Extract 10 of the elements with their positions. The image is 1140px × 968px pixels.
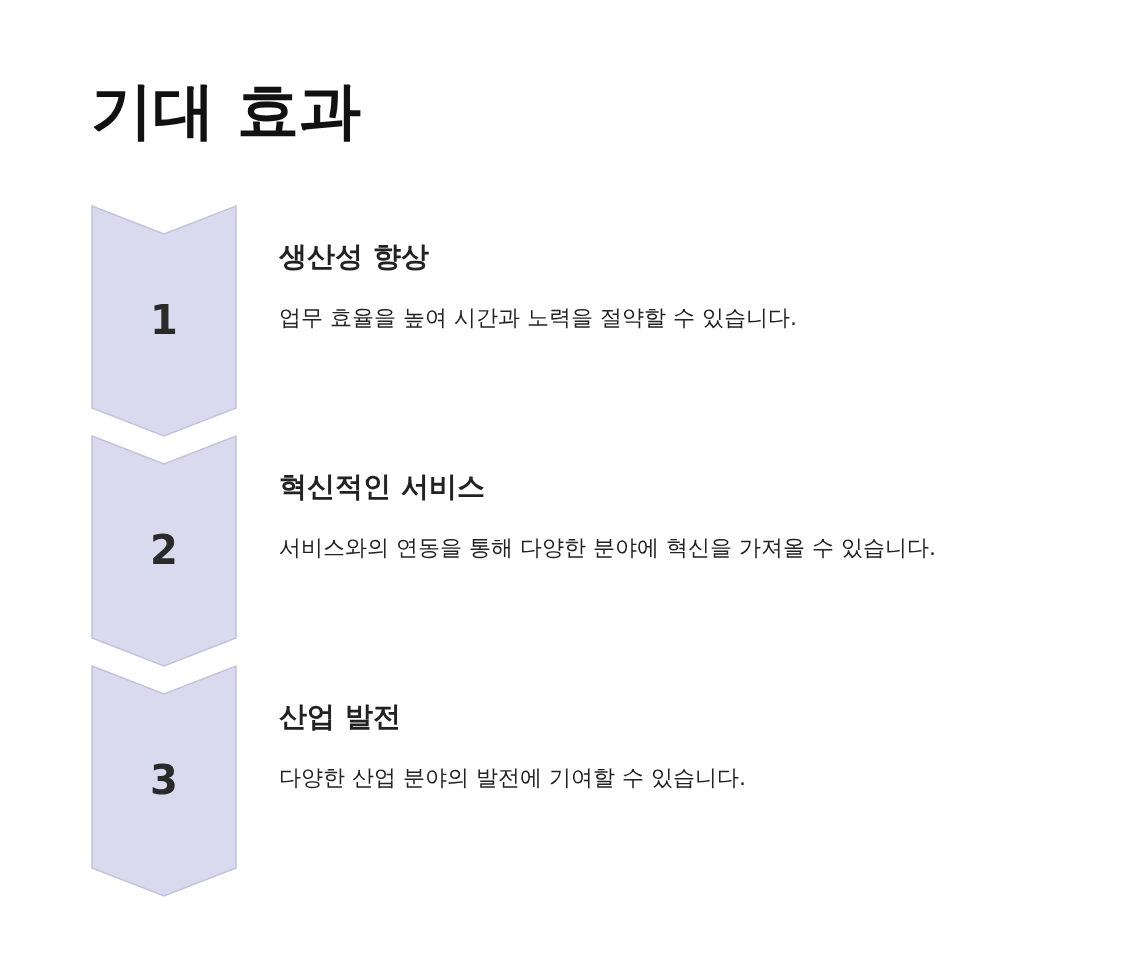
step-description: 서비스와의 연동을 통해 다양한 분야에 혁신을 가져올 수 있습니다.	[279, 534, 937, 562]
step-number: 2	[149, 530, 179, 570]
step-heading: 산업 발전	[279, 699, 402, 735]
title: 기대 효과	[91, 74, 361, 149]
step-heading: 생산성 향상	[279, 239, 430, 275]
step-description: 다양한 산업 분야의 발전에 기여할 수 있습니다.	[279, 764, 747, 792]
step-number: 3	[149, 760, 179, 800]
step-heading: 혁신적인 서비스	[279, 469, 486, 505]
step-number: 1	[149, 300, 179, 340]
step-description: 업무 효율을 높여 시간과 노력을 절약할 수 있습니다.	[279, 304, 798, 332]
